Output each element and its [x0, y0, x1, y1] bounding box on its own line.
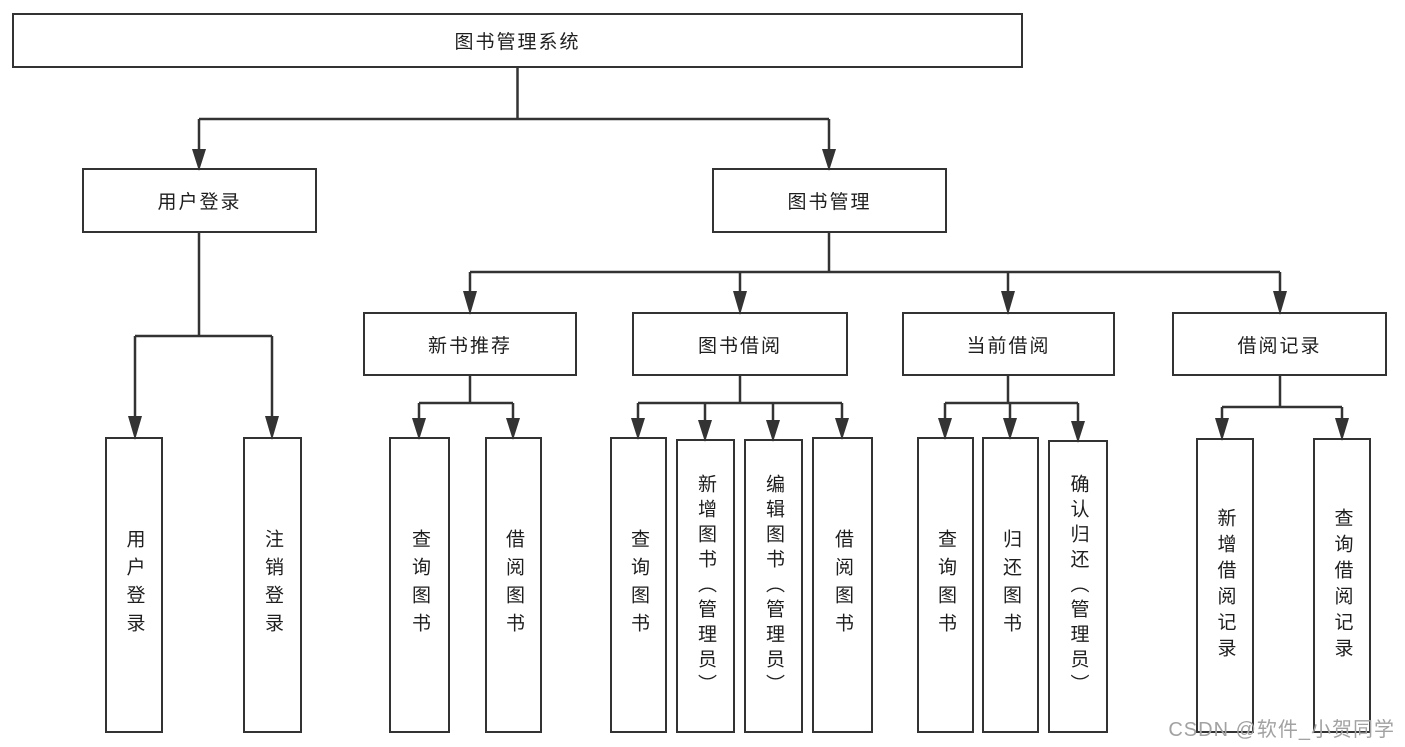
node-label: 图书管理 [787, 192, 872, 213]
node-label: 归还图书 [1000, 529, 1021, 641]
node-label: 借阅记录 [1237, 335, 1322, 357]
node-current-borrowing: 当前借阅 [902, 312, 1115, 376]
leaf-borrow-books-borrowing: 借阅图书 [812, 437, 873, 733]
node-label: 用户登录 [123, 529, 145, 641]
node-label: 借阅图书 [832, 529, 853, 641]
node-label: 新书推荐 [427, 335, 512, 357]
leaf-add-borrow-record: 新增借阅记录 [1196, 438, 1254, 733]
node-label: 查询图书 [409, 529, 430, 641]
leaf-query-books-current: 查询图书 [917, 437, 974, 733]
node-label: 确认归还（管理员） [1067, 474, 1089, 699]
leaf-borrow-books-recommend: 借阅图书 [485, 437, 542, 733]
node-book-management: 图书管理 [712, 168, 947, 233]
leaf-query-books-recommend: 查询图书 [389, 437, 450, 733]
node-label: 新增借阅记录 [1214, 507, 1236, 664]
leaf-confirm-return-admin: 确认归还（管理员） [1048, 440, 1108, 733]
leaf-edit-books-admin: 编辑图书（管理员） [744, 439, 803, 733]
node-label: 当前借阅 [966, 335, 1051, 357]
leaf-return-books: 归还图书 [982, 437, 1039, 733]
node-label: 用户登录 [157, 192, 242, 213]
node-label: 借阅图书 [503, 529, 524, 641]
watermark: CSDN @软件_小贺同学 [1168, 719, 1395, 741]
leaf-logout: 注销登录 [243, 437, 302, 733]
node-label: 查询图书 [935, 529, 956, 641]
node-label: 查询图书 [628, 529, 649, 641]
node-book-borrowing: 图书借阅 [632, 312, 848, 376]
node-label: 查询借阅记录 [1331, 507, 1353, 664]
node-new-book-recommend: 新书推荐 [363, 312, 577, 376]
node-label: 图书管理系统 [454, 32, 581, 53]
leaf-query-books-borrowing: 查询图书 [610, 437, 667, 733]
node-library-system: 图书管理系统 [12, 13, 1023, 68]
leaf-query-borrow-record: 查询借阅记录 [1313, 438, 1371, 733]
node-borrow-records: 借阅记录 [1172, 312, 1387, 376]
node-label: 注销登录 [262, 529, 283, 641]
node-label: 编辑图书（管理员） [763, 473, 784, 699]
node-label: 图书借阅 [697, 335, 782, 357]
node-user-login: 用户登录 [82, 168, 317, 233]
leaf-user-login: 用户登录 [105, 437, 163, 733]
leaf-add-books-admin: 新增图书（管理员） [676, 439, 735, 733]
node-label: 新增图书（管理员） [695, 473, 716, 699]
